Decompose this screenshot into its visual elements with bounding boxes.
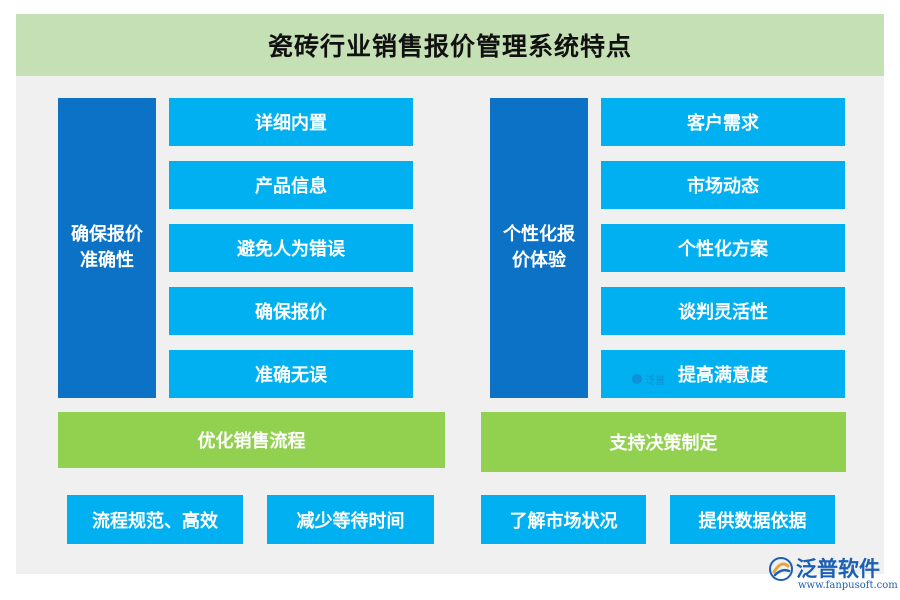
item-box: 准确无误 xyxy=(169,350,413,398)
sub-box: 提供数据依据 xyxy=(670,495,835,544)
item-box: 避免人为错误 xyxy=(169,224,413,272)
brand-logo-icon xyxy=(769,557,793,581)
item-box: 个性化方案 xyxy=(601,224,845,272)
category-box-personalization: 个性化报价体验 xyxy=(490,98,588,398)
category-box-accuracy: 确保报价准确性 xyxy=(58,98,156,398)
item-box: 市场动态 xyxy=(601,161,845,209)
item-box: 客户需求 xyxy=(601,98,845,146)
item-box: 产品信息 xyxy=(169,161,413,209)
item-box: 提高满意度 xyxy=(601,350,845,398)
item-box: 确保报价 xyxy=(169,287,413,335)
watermark: 泛普 xyxy=(632,370,672,388)
bar-support-decisions: 支持决策制定 xyxy=(481,412,846,472)
brand-logo: 泛普软件 www.fanpusoft.com xyxy=(768,553,898,597)
watermark-text: 泛普 xyxy=(645,375,665,387)
sub-box: 流程规范、高效 xyxy=(67,495,243,544)
watermark-logo-icon xyxy=(632,374,642,384)
item-box: 详细内置 xyxy=(169,98,413,146)
brand-name: 泛普软件 xyxy=(796,557,880,581)
sub-box: 了解市场状况 xyxy=(481,495,646,544)
bar-optimize-sales-process: 优化销售流程 xyxy=(58,412,445,468)
sub-box: 减少等待时间 xyxy=(267,495,434,544)
page-title: 瓷砖行业销售报价管理系统特点 xyxy=(16,14,884,76)
item-box: 谈判灵活性 xyxy=(601,287,845,335)
brand-url: www.fanpusoft.com xyxy=(798,580,898,591)
